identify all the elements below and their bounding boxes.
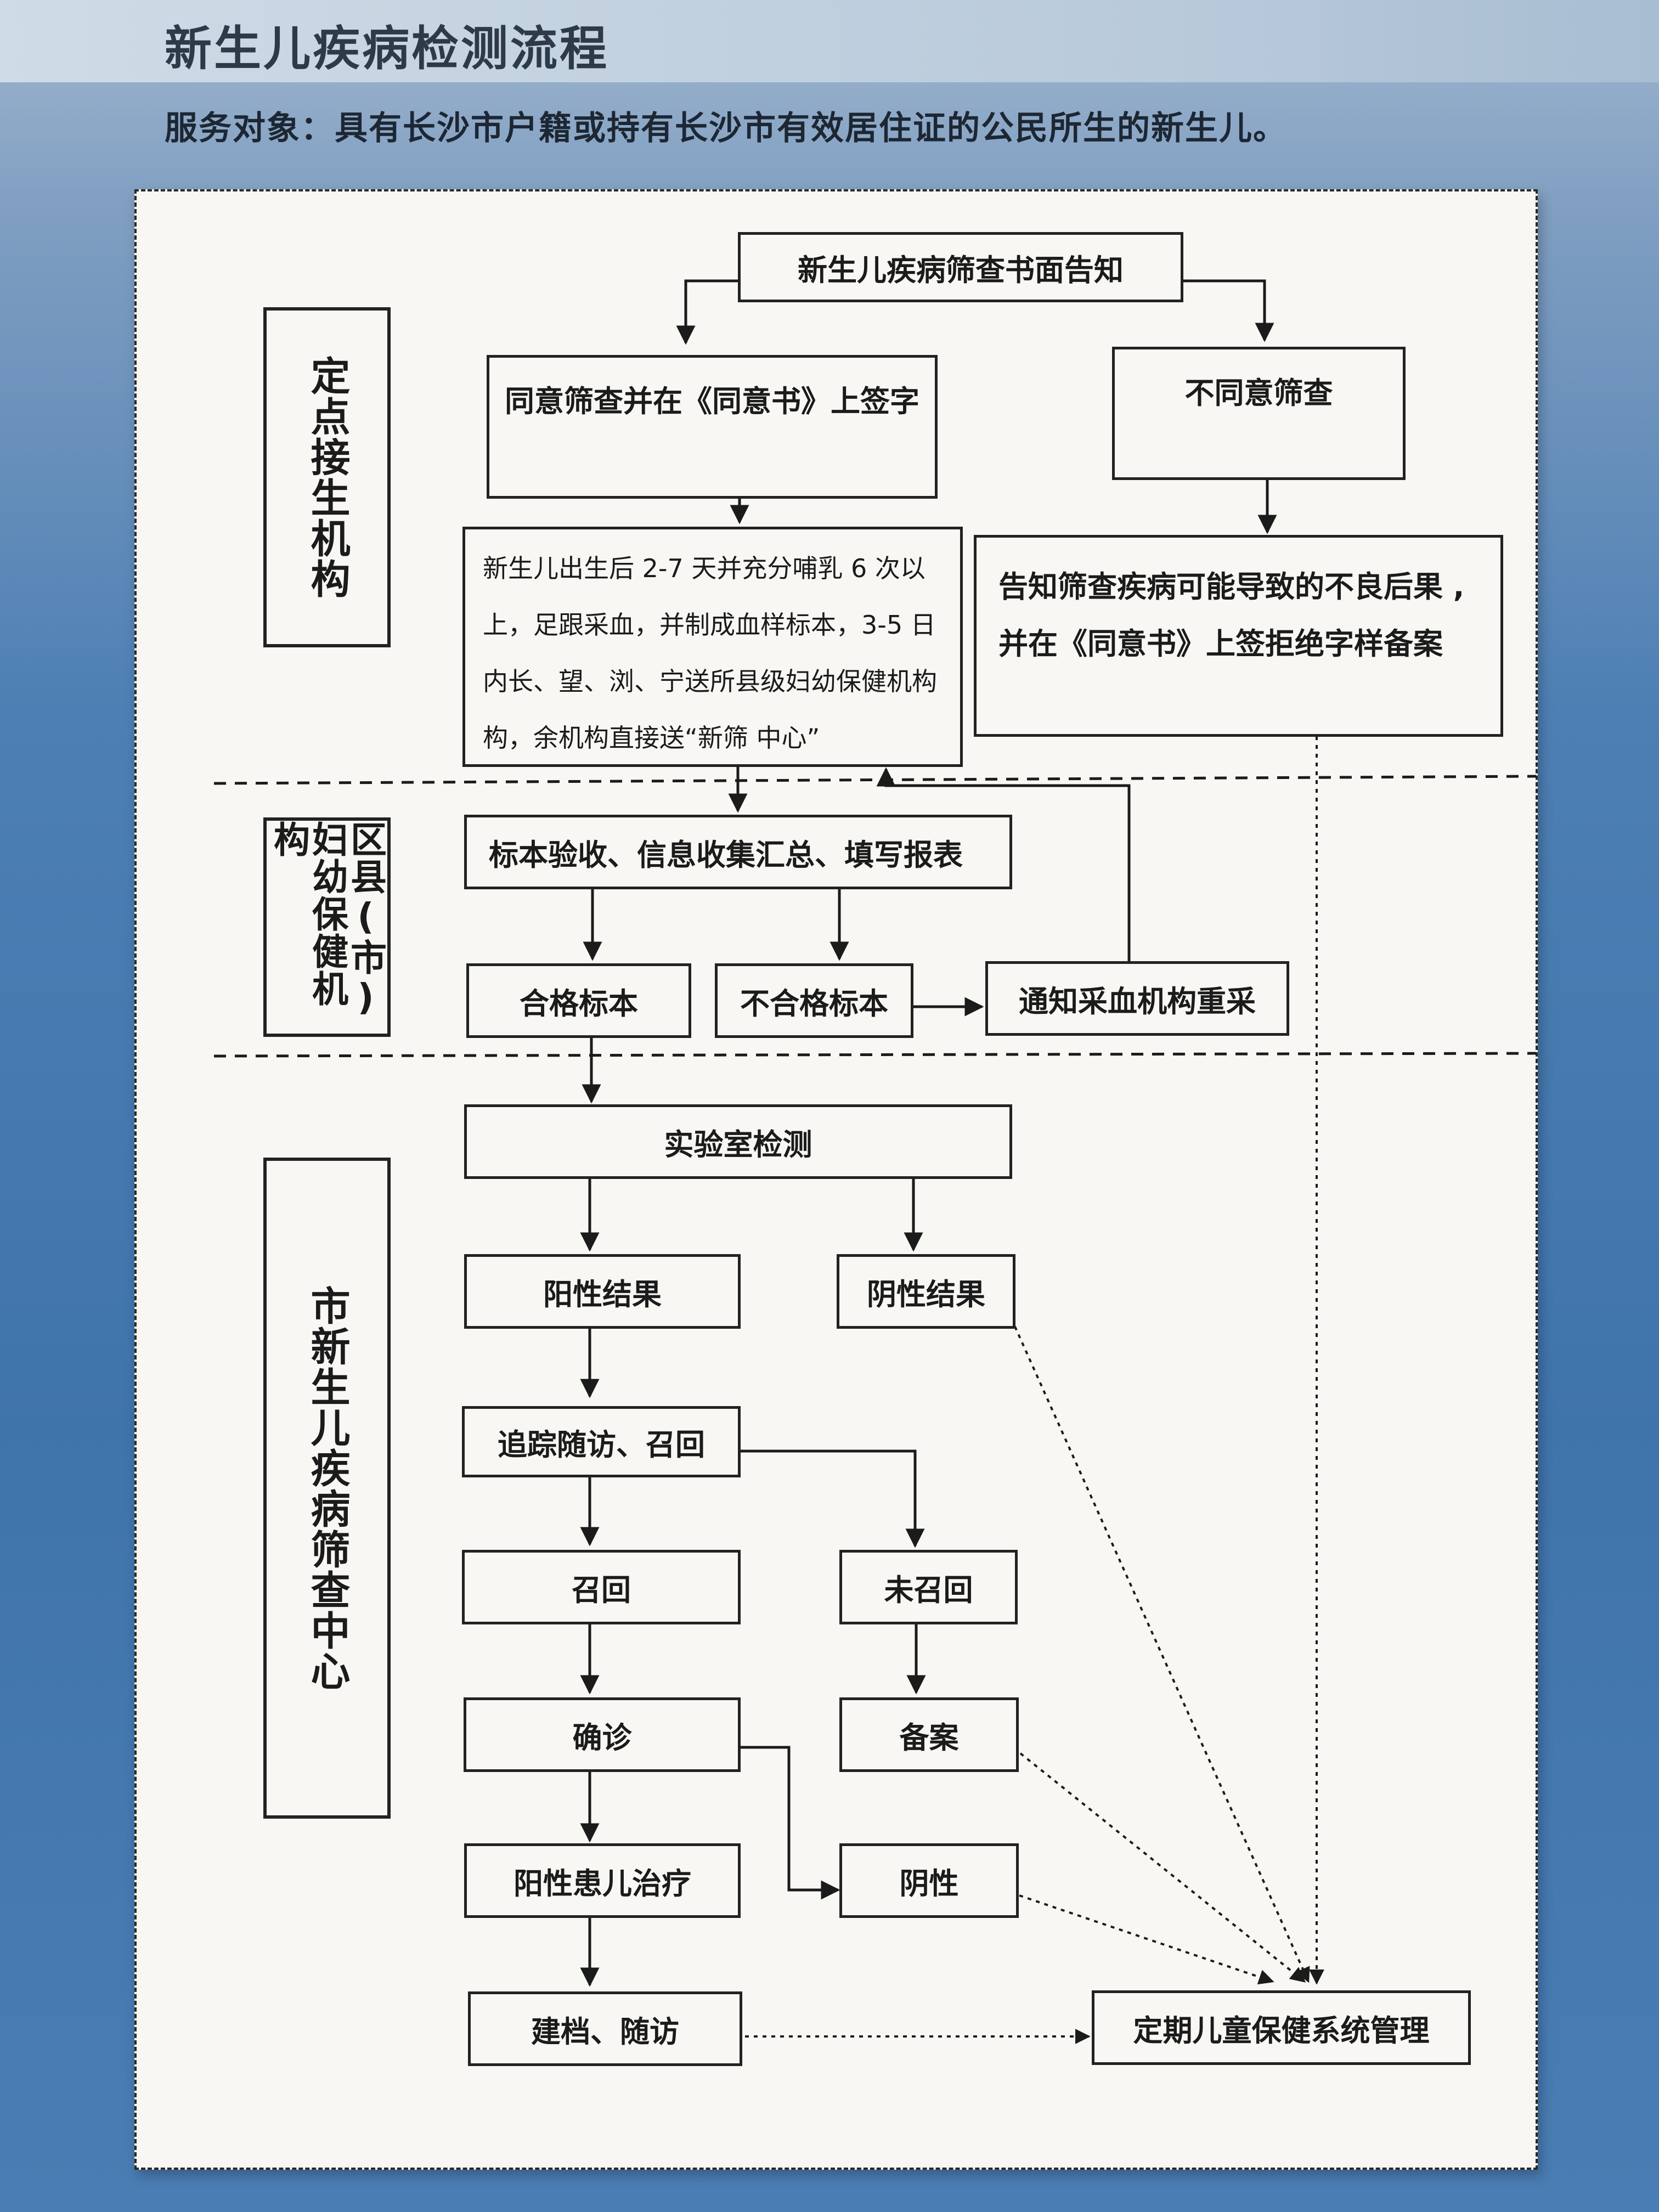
node-positive-treatment: 阳性患儿治疗 [464,1843,741,1918]
node-specimen-check: 标本验收、信息收集汇总、填写报表 [464,815,1012,889]
dotted-archive-health [1019,1752,1306,1983]
edge-resample-sampling [876,767,1131,961]
node-unqualified-specimen: 不合格标本 [715,963,913,1038]
node-screening-notice: 新生儿疾病筛查书面告知 [738,232,1183,302]
node-negative-result: 阴性结果 [837,1254,1015,1329]
node-agree-screening: 同意筛查并在《同意书》上签字 [487,355,938,499]
edge-notice-disagree [1182,279,1274,342]
zone-label-district: 区县(市)妇幼保健机构 [263,817,391,1037]
node-file-follow-up: 建档、随访 [468,1991,742,2066]
node-confirm-diagnosis: 确诊 [464,1697,741,1772]
zone-label-center: 市新生儿疾病筛查中心 [263,1158,391,1819]
node-refusal-record: 告知筛查疾病可能导致的不良后果 ,并在《同意书》上签拒绝字样备案 [974,535,1503,737]
node-recalled: 召回 [462,1550,741,1624]
edge-notice-agree [676,279,738,345]
node-qualified-specimen: 合格标本 [466,963,691,1038]
node-archive: 备案 [839,1697,1019,1772]
node-lab-testing: 实验室检测 [464,1104,1012,1179]
zone-label-delivery: 定点接生机构 [263,307,391,647]
node-positive-result: 阳性结果 [464,1254,741,1329]
dotted-negresult-health [1014,1326,1310,1983]
node-negative: 阴性 [839,1843,1019,1918]
service-target-text: 服务对象：具有长沙市户籍或持有长沙市有效居住证的公民所生的新生儿。 [165,109,1287,148]
node-not-recalled: 未召回 [839,1550,1018,1624]
node-notify-resample: 通知采血机构重采 [985,961,1289,1036]
header-band [0,0,1659,82]
page-title: 新生儿疾病检测流程 [165,21,609,76]
zone-separator-1 [213,775,1537,785]
node-blood-sampling: 新生儿出生后 2-7 天并充分哺乳 6 次以上，足跟采血，并制成血样标本，3-5… [462,527,963,767]
node-child-health-management: 定期儿童保健系统管理 [1092,1990,1471,2065]
node-follow-up-recall: 追踪随访、召回 [462,1406,741,1477]
zone-separator-2 [213,1052,1537,1058]
node-disagree-screening: 不同意筛查 [1112,347,1406,480]
edge-follow-notrecalled [740,1449,925,1548]
dotted-negative-health [1019,1894,1274,1985]
edge-confirm-negative [741,1746,840,1900]
